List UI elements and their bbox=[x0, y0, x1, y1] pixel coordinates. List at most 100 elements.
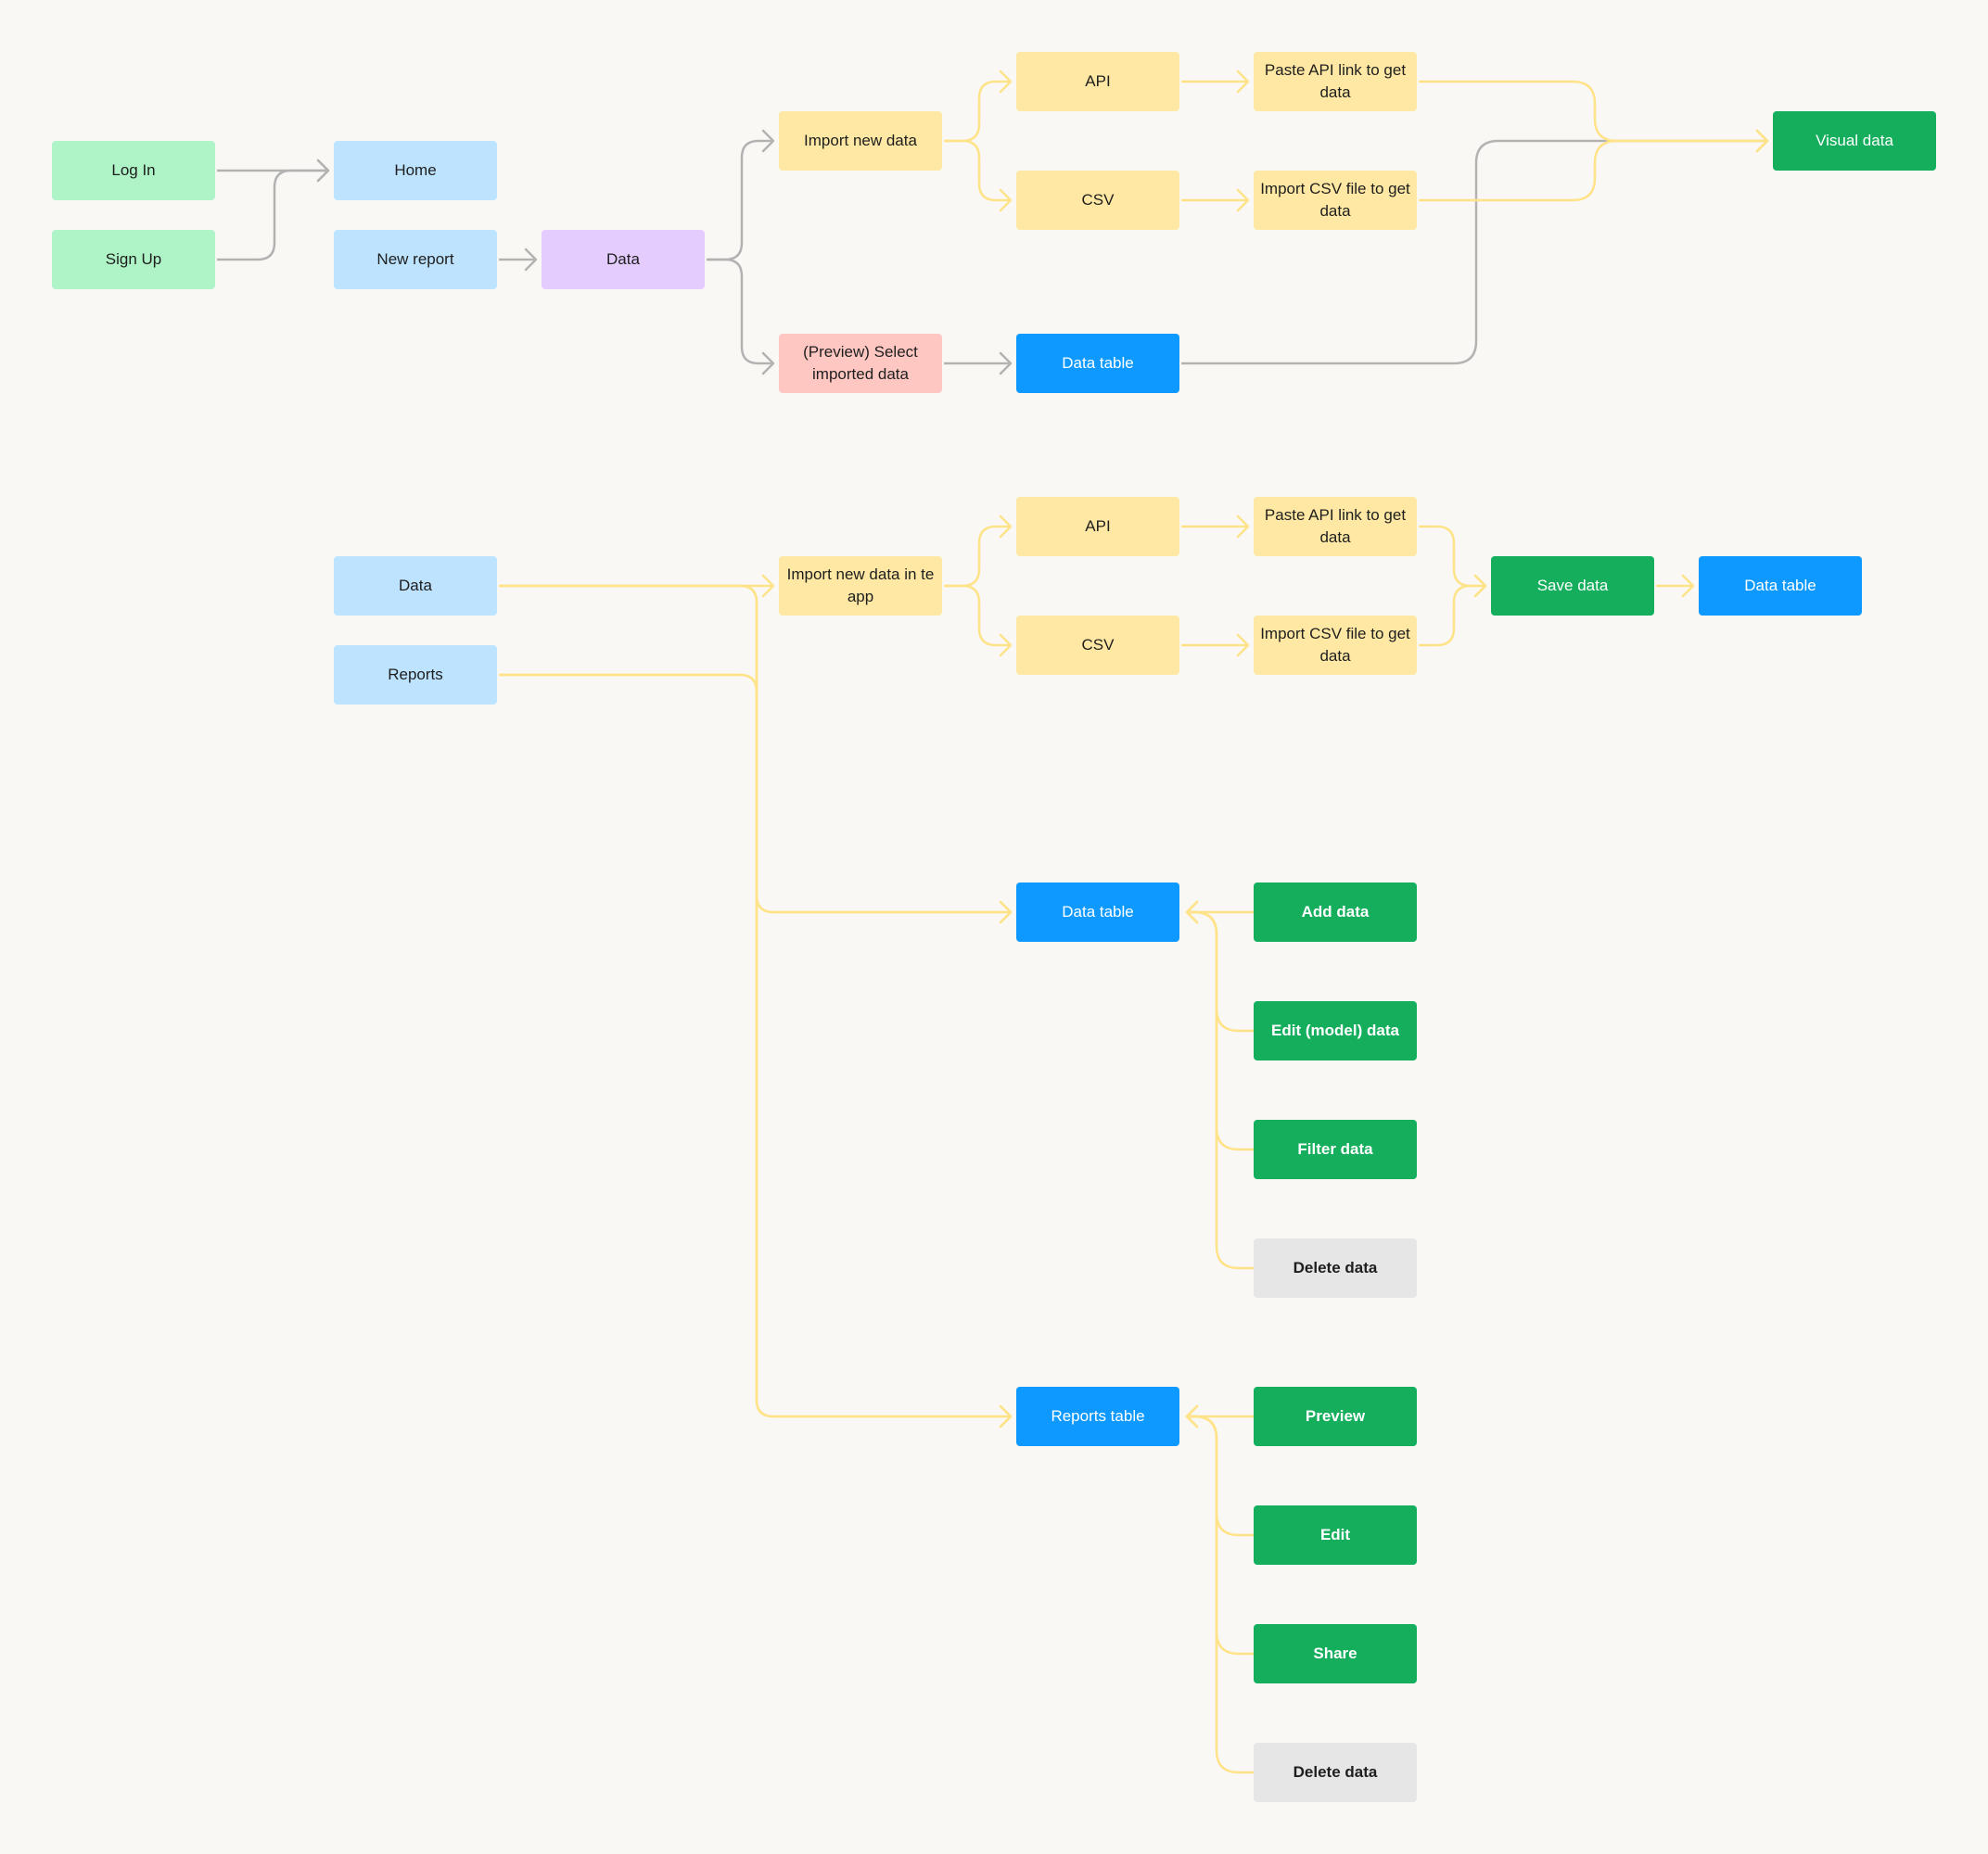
node-label: CSV bbox=[1081, 636, 1115, 654]
node-label: Data bbox=[606, 250, 640, 268]
connector-line bbox=[944, 525, 1011, 588]
node-importcsv1: Import CSV file to get data bbox=[1254, 171, 1417, 230]
node-label: Share bbox=[1313, 1644, 1357, 1662]
node-share: Share bbox=[1254, 1624, 1417, 1683]
node-home: Home bbox=[334, 141, 497, 200]
node-deletedata2: Delete data bbox=[1254, 1743, 1417, 1802]
connector-line bbox=[1187, 910, 1254, 1033]
node-label: Sign Up bbox=[105, 250, 162, 268]
connector-line bbox=[1181, 139, 1767, 365]
connector-savedata-to-dtable2 bbox=[1656, 574, 1695, 598]
connector-line bbox=[944, 80, 1011, 143]
connector-line bbox=[1419, 80, 1767, 143]
connector-import1-to-csv1 bbox=[944, 139, 1013, 212]
node-label: Data table bbox=[1062, 354, 1134, 372]
node-deletedata1: Delete data bbox=[1254, 1238, 1417, 1298]
arrow-head-icon bbox=[1185, 900, 1199, 924]
node-signup[interactable]: Sign Up bbox=[52, 230, 215, 289]
arrow-head-icon bbox=[761, 129, 775, 153]
connector-line bbox=[1419, 584, 1485, 647]
connector-importcsv2-to-savedata bbox=[1419, 574, 1487, 647]
node-label: (Preview) Select imported data bbox=[803, 343, 918, 383]
node-label: CSV bbox=[1081, 191, 1115, 209]
arrow-head-icon bbox=[761, 574, 775, 598]
node-edit: Edit bbox=[1254, 1505, 1417, 1565]
connector-reports-to-reportstable bbox=[499, 673, 1013, 1429]
arrow-head-icon bbox=[524, 248, 538, 272]
arrow-head-icon bbox=[761, 351, 775, 375]
connector-line bbox=[217, 169, 328, 261]
connector-line bbox=[499, 673, 1011, 1418]
arrow-head-icon bbox=[999, 900, 1013, 924]
node-label: Reports table bbox=[1051, 1407, 1145, 1425]
connector-line bbox=[1187, 1415, 1254, 1774]
node-importcsv2: Import CSV file to get data bbox=[1254, 616, 1417, 675]
node-label: Delete data bbox=[1293, 1763, 1378, 1781]
connector-line bbox=[707, 139, 773, 261]
node-label: Save data bbox=[1536, 577, 1609, 594]
connector-csv1-to-importcsv1 bbox=[1181, 188, 1250, 212]
node-filterdata: Filter data bbox=[1254, 1120, 1417, 1179]
node-label: Edit bbox=[1319, 1526, 1351, 1543]
node-label: Reports bbox=[388, 666, 443, 683]
node-adddata: Add data bbox=[1254, 883, 1417, 942]
node-import1: Import new data bbox=[779, 111, 942, 171]
node-label: Log In bbox=[111, 161, 156, 179]
node-label: Edit (model) data bbox=[1271, 1022, 1399, 1039]
node-dtable1: Data table bbox=[1016, 334, 1179, 393]
connector-import2-to-api2 bbox=[944, 514, 1013, 588]
node-newreport: New report bbox=[334, 230, 497, 289]
arrow-head-icon bbox=[1236, 514, 1250, 539]
node-previewbtn: Preview bbox=[1254, 1387, 1417, 1446]
connector-dtable1-to-visual bbox=[1181, 129, 1769, 365]
node-label: Add data bbox=[1301, 903, 1370, 921]
connector-newreport-to-data1 bbox=[499, 248, 538, 272]
node-label: API bbox=[1085, 72, 1111, 90]
node-login[interactable]: Log In bbox=[52, 141, 215, 200]
arrow-head-icon bbox=[1185, 1404, 1199, 1429]
node-label: New report bbox=[376, 250, 454, 268]
node-api2: API bbox=[1016, 497, 1179, 556]
node-dtable3: Data table bbox=[1016, 883, 1179, 942]
connector-line bbox=[499, 584, 1011, 914]
arrow-head-icon bbox=[1755, 129, 1769, 153]
node-label: API bbox=[1085, 517, 1111, 535]
node-label: Data bbox=[399, 577, 432, 594]
connector-line bbox=[944, 139, 1011, 202]
node-preview: (Preview) Select imported data bbox=[779, 334, 942, 393]
arrow-head-icon bbox=[999, 351, 1013, 375]
connector-line bbox=[707, 258, 773, 365]
connector-data1-to-import1 bbox=[707, 129, 775, 261]
connector-import1-to-api1 bbox=[944, 70, 1013, 143]
connector-filterdata-to-dtable3 bbox=[1185, 900, 1254, 1151]
node-reports: Reports bbox=[334, 645, 497, 705]
node-label: Visual data bbox=[1816, 132, 1893, 149]
node-label: Import CSV file to get data bbox=[1260, 625, 1410, 665]
arrow-head-icon bbox=[999, 633, 1013, 657]
connector-line bbox=[1419, 525, 1485, 588]
node-label: Data table bbox=[1744, 577, 1816, 594]
arrow-head-icon bbox=[999, 1404, 1013, 1429]
connector-line bbox=[1187, 910, 1254, 1270]
arrow-head-icon bbox=[1473, 574, 1487, 598]
connector-reports-to-dtable3 bbox=[499, 673, 1013, 924]
arrow-head-icon bbox=[316, 159, 330, 183]
node-data2: Data bbox=[334, 556, 497, 616]
connector-api1-to-paste1 bbox=[1181, 70, 1250, 94]
arrow-head-icon bbox=[1236, 633, 1250, 657]
node-paste2: Paste API link to get data bbox=[1254, 497, 1417, 556]
connector-importcsv1-to-visual bbox=[1419, 129, 1769, 202]
node-label: Delete data bbox=[1293, 1259, 1378, 1276]
arrow-head-icon bbox=[999, 514, 1013, 539]
connector-share-to-reportstable bbox=[1185, 1404, 1254, 1656]
connector-csv2-to-importcsv2 bbox=[1181, 633, 1250, 657]
connector-line bbox=[499, 673, 1011, 914]
node-label: Import CSV file to get data bbox=[1260, 180, 1410, 220]
node-label: Data table bbox=[1062, 903, 1134, 921]
node-label: Import new data in te app bbox=[786, 565, 935, 605]
connector-line bbox=[499, 584, 1011, 1418]
node-csv1: CSV bbox=[1016, 171, 1179, 230]
connector-data2-to-dtable3 bbox=[499, 584, 1013, 924]
node-label: Preview bbox=[1305, 1407, 1366, 1425]
node-label: Import new data bbox=[804, 132, 917, 149]
